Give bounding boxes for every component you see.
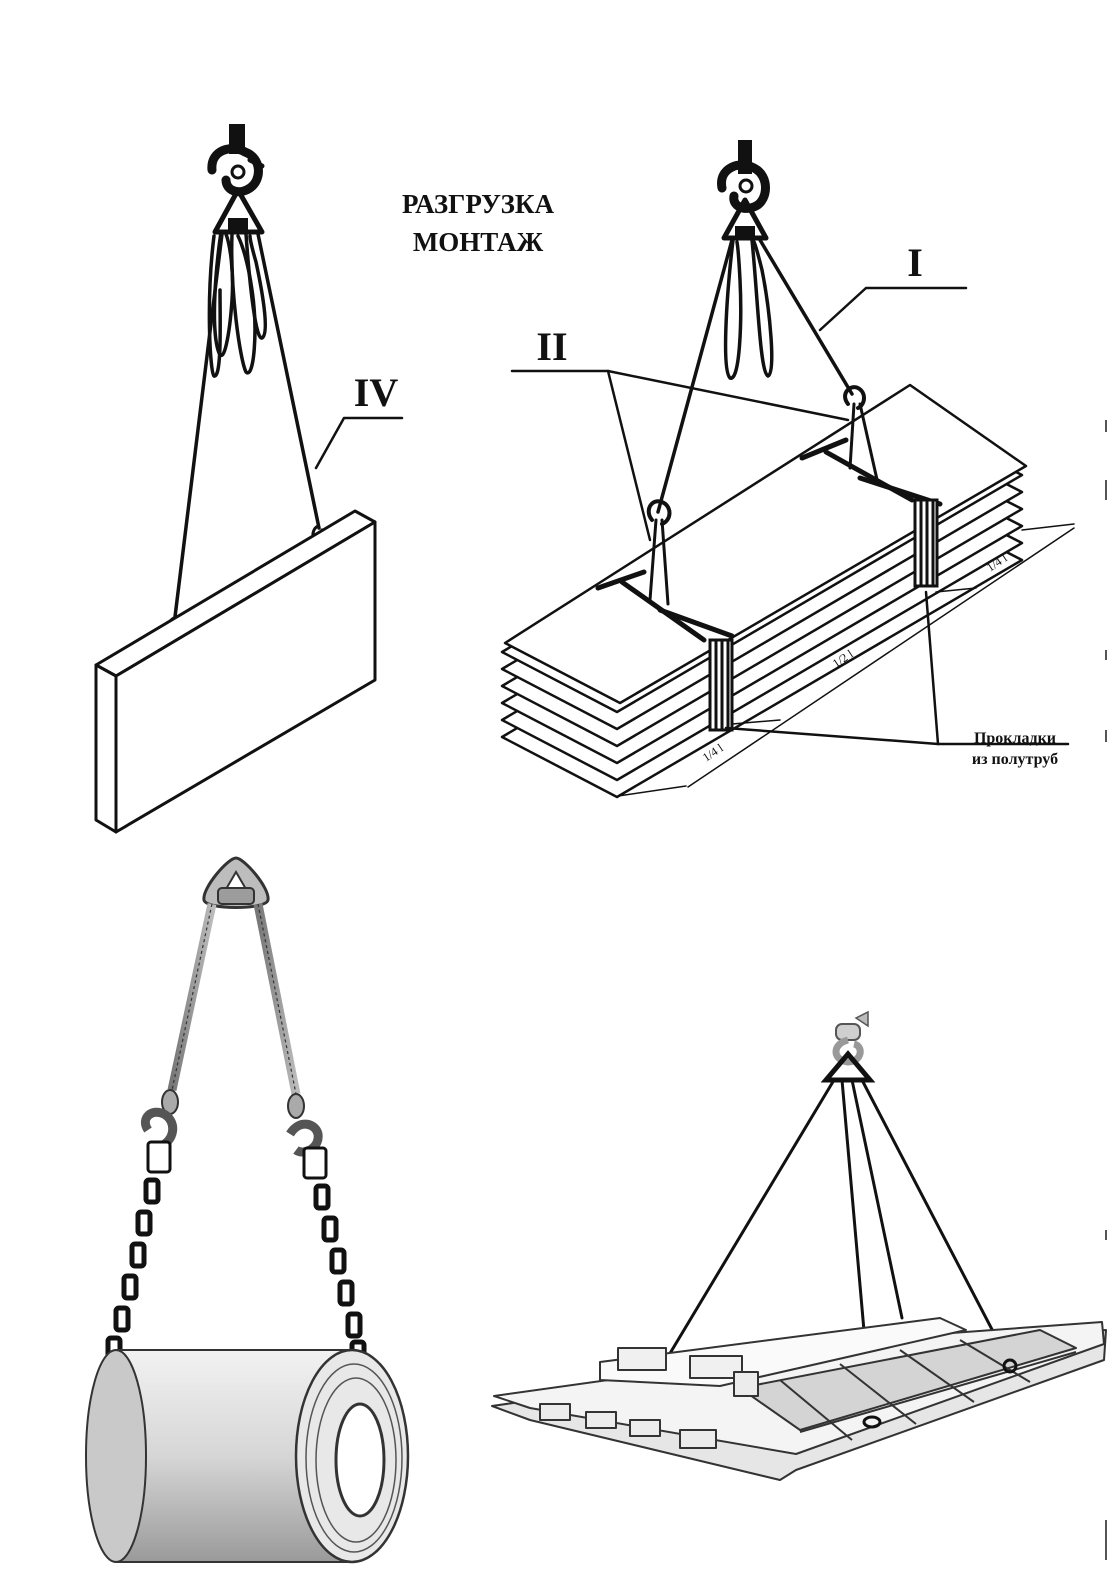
shackle-right-icon xyxy=(843,385,866,410)
sling-leg-left xyxy=(172,232,224,627)
figure-coil-lift xyxy=(85,856,410,1564)
chain-left xyxy=(105,1177,161,1363)
master-link-4-icon xyxy=(820,1050,876,1083)
wire-rope-left xyxy=(167,903,217,1091)
label-iv: IV xyxy=(354,370,399,415)
crane-hook-4-icon xyxy=(832,1010,869,1066)
label-spacers-line-1: Прокладки xyxy=(974,730,1056,747)
chain-hook-right-icon xyxy=(286,1093,328,1180)
sling-leg-right xyxy=(256,232,321,530)
crane-hook-icon xyxy=(207,124,265,197)
shackle-left-icon xyxy=(646,499,672,526)
leader-line-iv xyxy=(314,416,404,470)
lifting-traverse xyxy=(595,437,943,643)
figure-panel-lift: IV xyxy=(94,124,404,834)
chain-right xyxy=(313,1183,367,1367)
sling-leg-2-right xyxy=(758,238,854,396)
four-leg-sling xyxy=(664,1078,1012,1424)
spare-sling-loops-2 xyxy=(723,238,774,380)
label-ii: II xyxy=(536,324,567,369)
dimension-lines xyxy=(617,523,1075,797)
title-block: РАЗГРУЗКА МОНТАЖ xyxy=(402,189,554,257)
chain-hook-left-icon xyxy=(140,1089,179,1174)
figure-frame-lift xyxy=(491,1010,1107,1481)
steel-frame-tray xyxy=(491,1317,1107,1481)
label-spacers-line-2: из полутруб xyxy=(972,751,1058,768)
leader-line-i xyxy=(818,286,968,332)
sling-leg-2-left xyxy=(656,238,734,514)
title-line-1: РАЗГРУЗКА xyxy=(402,189,554,219)
spare-sling-loops xyxy=(207,230,268,378)
plate-stack xyxy=(500,383,1028,799)
leader-lines-spacers xyxy=(724,590,1070,746)
concrete-panel xyxy=(94,509,377,834)
traverse-slings xyxy=(648,402,880,606)
master-link-icon xyxy=(212,187,265,235)
label-i: I xyxy=(907,240,923,285)
steel-coil xyxy=(85,1348,410,1564)
figure-plate-stack: 1/4 l 1/2 l 1/4 l I II Прокладки из полу… xyxy=(500,140,1075,799)
title-line-2: МОНТАЖ xyxy=(413,227,544,257)
lifting-loops xyxy=(862,1358,1018,1429)
spacer-bands xyxy=(708,498,939,732)
